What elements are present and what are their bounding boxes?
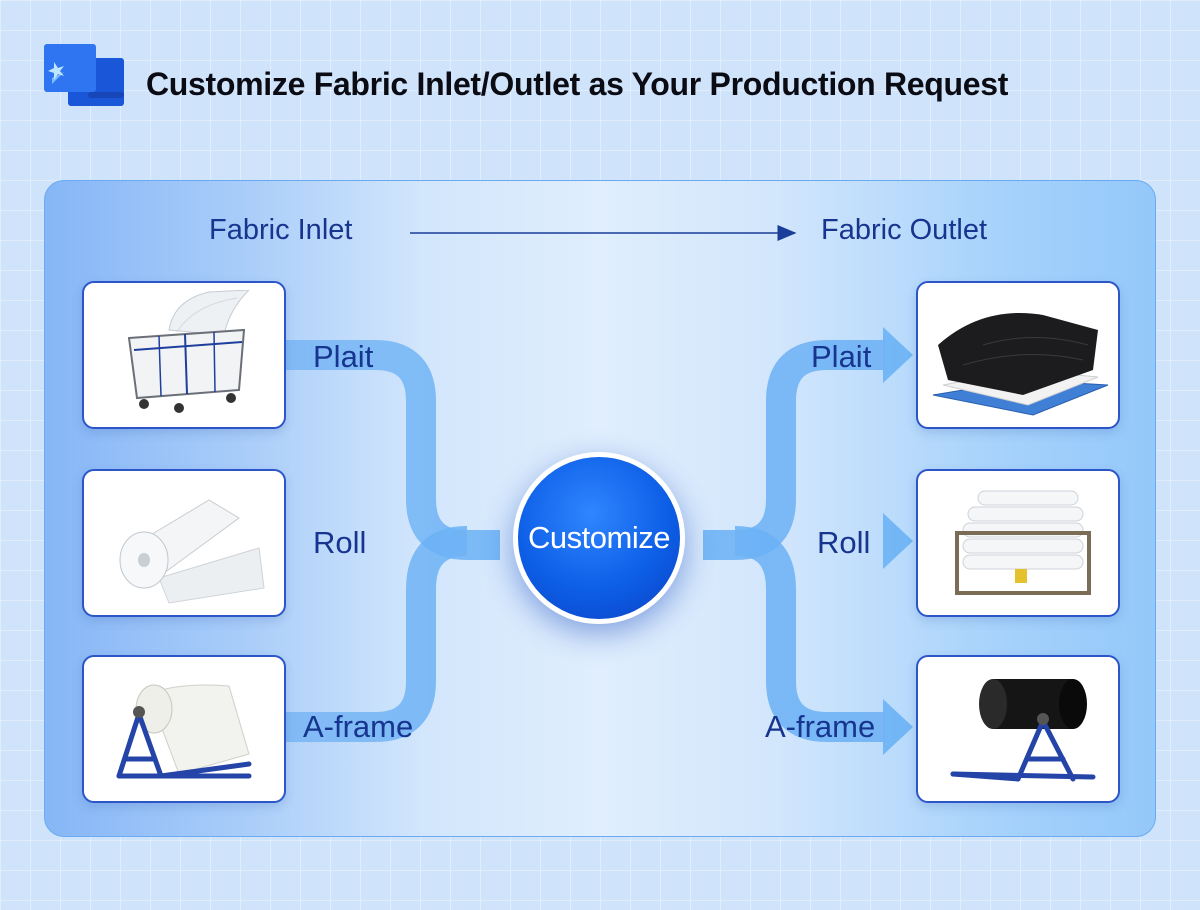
inlet-title: Fabric Inlet [209, 214, 353, 246]
fabric-roll-logo-icon [44, 44, 124, 106]
outlet-title: Fabric Outlet [821, 214, 987, 246]
outlet-label-plait: Plait [811, 339, 872, 374]
inlet-brace [285, 340, 500, 742]
inlet-label-roll: Roll [313, 525, 367, 560]
page-title: Customize Fabric Inlet/Outlet as Your Pr… [146, 66, 1009, 102]
outlet-arrowheads [883, 327, 913, 755]
header: Customize Fabric Inlet/Outlet as Your Pr… [44, 44, 1144, 106]
stacked-rolls-icon [955, 490, 1091, 595]
outlet-label-a-frame: A-frame [765, 709, 876, 744]
inlet-card-plait [82, 281, 286, 429]
fabric-roll-icon [119, 499, 265, 604]
inlet-label-a-frame: A-frame [303, 709, 414, 744]
outlet-card-roll [916, 469, 1120, 617]
outlet-card-plait [916, 281, 1120, 429]
fabric-cart-plait-icon [127, 290, 250, 413]
flow-connectors [285, 225, 913, 755]
a-frame-stand-icon [116, 684, 252, 779]
a-frame-black-roll-icon [950, 679, 1096, 782]
inlet-label-plait: Plait [313, 339, 374, 374]
customize-label: Customize [528, 520, 670, 555]
outlet-label-roll: Roll [817, 525, 871, 560]
customize-circle: Customize [513, 452, 685, 624]
inlet-card-a-frame [82, 655, 286, 803]
inlet-card-roll [82, 469, 286, 617]
folded-fabric-pallet-icon [932, 313, 1109, 416]
outlet-brace [703, 340, 885, 742]
outlet-card-a-frame [916, 655, 1120, 803]
